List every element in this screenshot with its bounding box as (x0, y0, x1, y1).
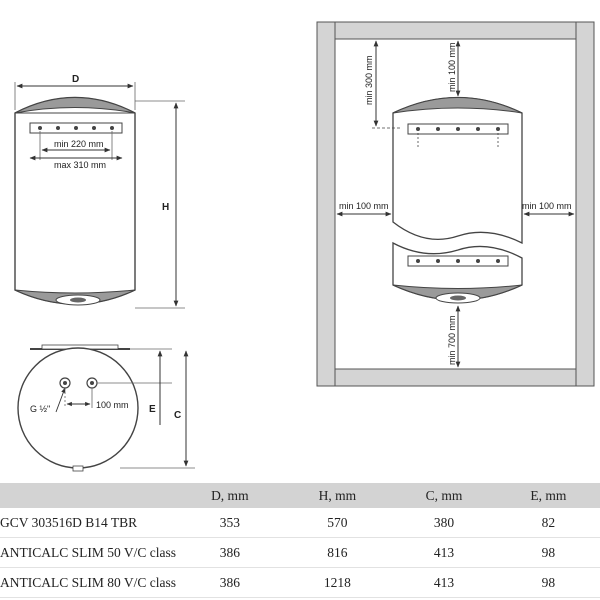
g-half-label: G ½" (30, 404, 50, 414)
dim-d-label: D (72, 74, 79, 85)
cell-d: 353 (176, 508, 284, 538)
cell-model: ANTICALC SLIM 80 V/C class (0, 567, 177, 598)
dim-c-label: C (174, 410, 181, 421)
installation-diagram: D H min 220 mm max 310 mm G ½" 100 mm (14, 21, 595, 472)
table-row: GCV 303516D B14 TBR 353 570 380 82 (0, 508, 600, 538)
header-h: H, mm (283, 483, 392, 508)
cell-c: 413 (391, 567, 497, 598)
min-100-right-label: min 100 mm (522, 201, 572, 211)
cell-h: 1218 (283, 567, 392, 598)
cell-e: 98 (496, 567, 600, 598)
max-310-label: max 310 mm (54, 160, 106, 170)
cell-h: 570 (283, 508, 392, 538)
cell-c: 413 (391, 537, 497, 568)
cell-d: 386 (176, 537, 284, 568)
cell-d: 386 (176, 567, 284, 598)
min-700-label: min 700 mm (447, 315, 457, 365)
frame-floor (334, 368, 577, 387)
table-header-row: D, mm H, mm C, mm E, mm (0, 483, 600, 508)
header-d: D, mm (176, 483, 284, 508)
dim-h-label: H (162, 202, 169, 213)
dimensions-table: D, mm H, mm C, mm E, mm GCV 303516D B14 … (0, 483, 600, 598)
cell-h: 816 (283, 537, 392, 568)
min-100-top-label: min 100 mm (447, 42, 457, 92)
frame-left-post (316, 21, 336, 387)
cell-e: 82 (496, 508, 600, 538)
cell-model: ANTICALC SLIM 50 V/C class (0, 537, 177, 568)
frame-right-post (575, 21, 595, 387)
cell-e: 98 (496, 537, 600, 568)
heater-upper (392, 96, 523, 245)
header-c: C, mm (391, 483, 497, 508)
header-e: E, mm (496, 483, 600, 508)
table-row: ANTICALC SLIM 80 V/C class 386 1218 413 … (0, 567, 600, 598)
cell-c: 380 (391, 508, 497, 538)
frame-ceiling (334, 21, 577, 40)
min-300-label: min 300 mm (364, 55, 374, 105)
front-view: D H min 220 mm max 310 mm (14, 74, 185, 309)
clearance-view: min 300 mm min 100 mm min 100 mm min 100… (316, 21, 595, 387)
min-100-left-label: min 100 mm (339, 201, 389, 211)
mm-100-label: 100 mm (96, 400, 129, 410)
bottom-view: G ½" 100 mm E C (17, 344, 195, 472)
min-220-label: min 220 mm (54, 139, 104, 149)
table-row: ANTICALC SLIM 50 V/C class 386 816 413 9… (0, 537, 600, 568)
dim-e-label: E (149, 404, 156, 415)
header-model (0, 483, 177, 508)
cell-model: GCV 303516D B14 TBR (0, 508, 177, 538)
